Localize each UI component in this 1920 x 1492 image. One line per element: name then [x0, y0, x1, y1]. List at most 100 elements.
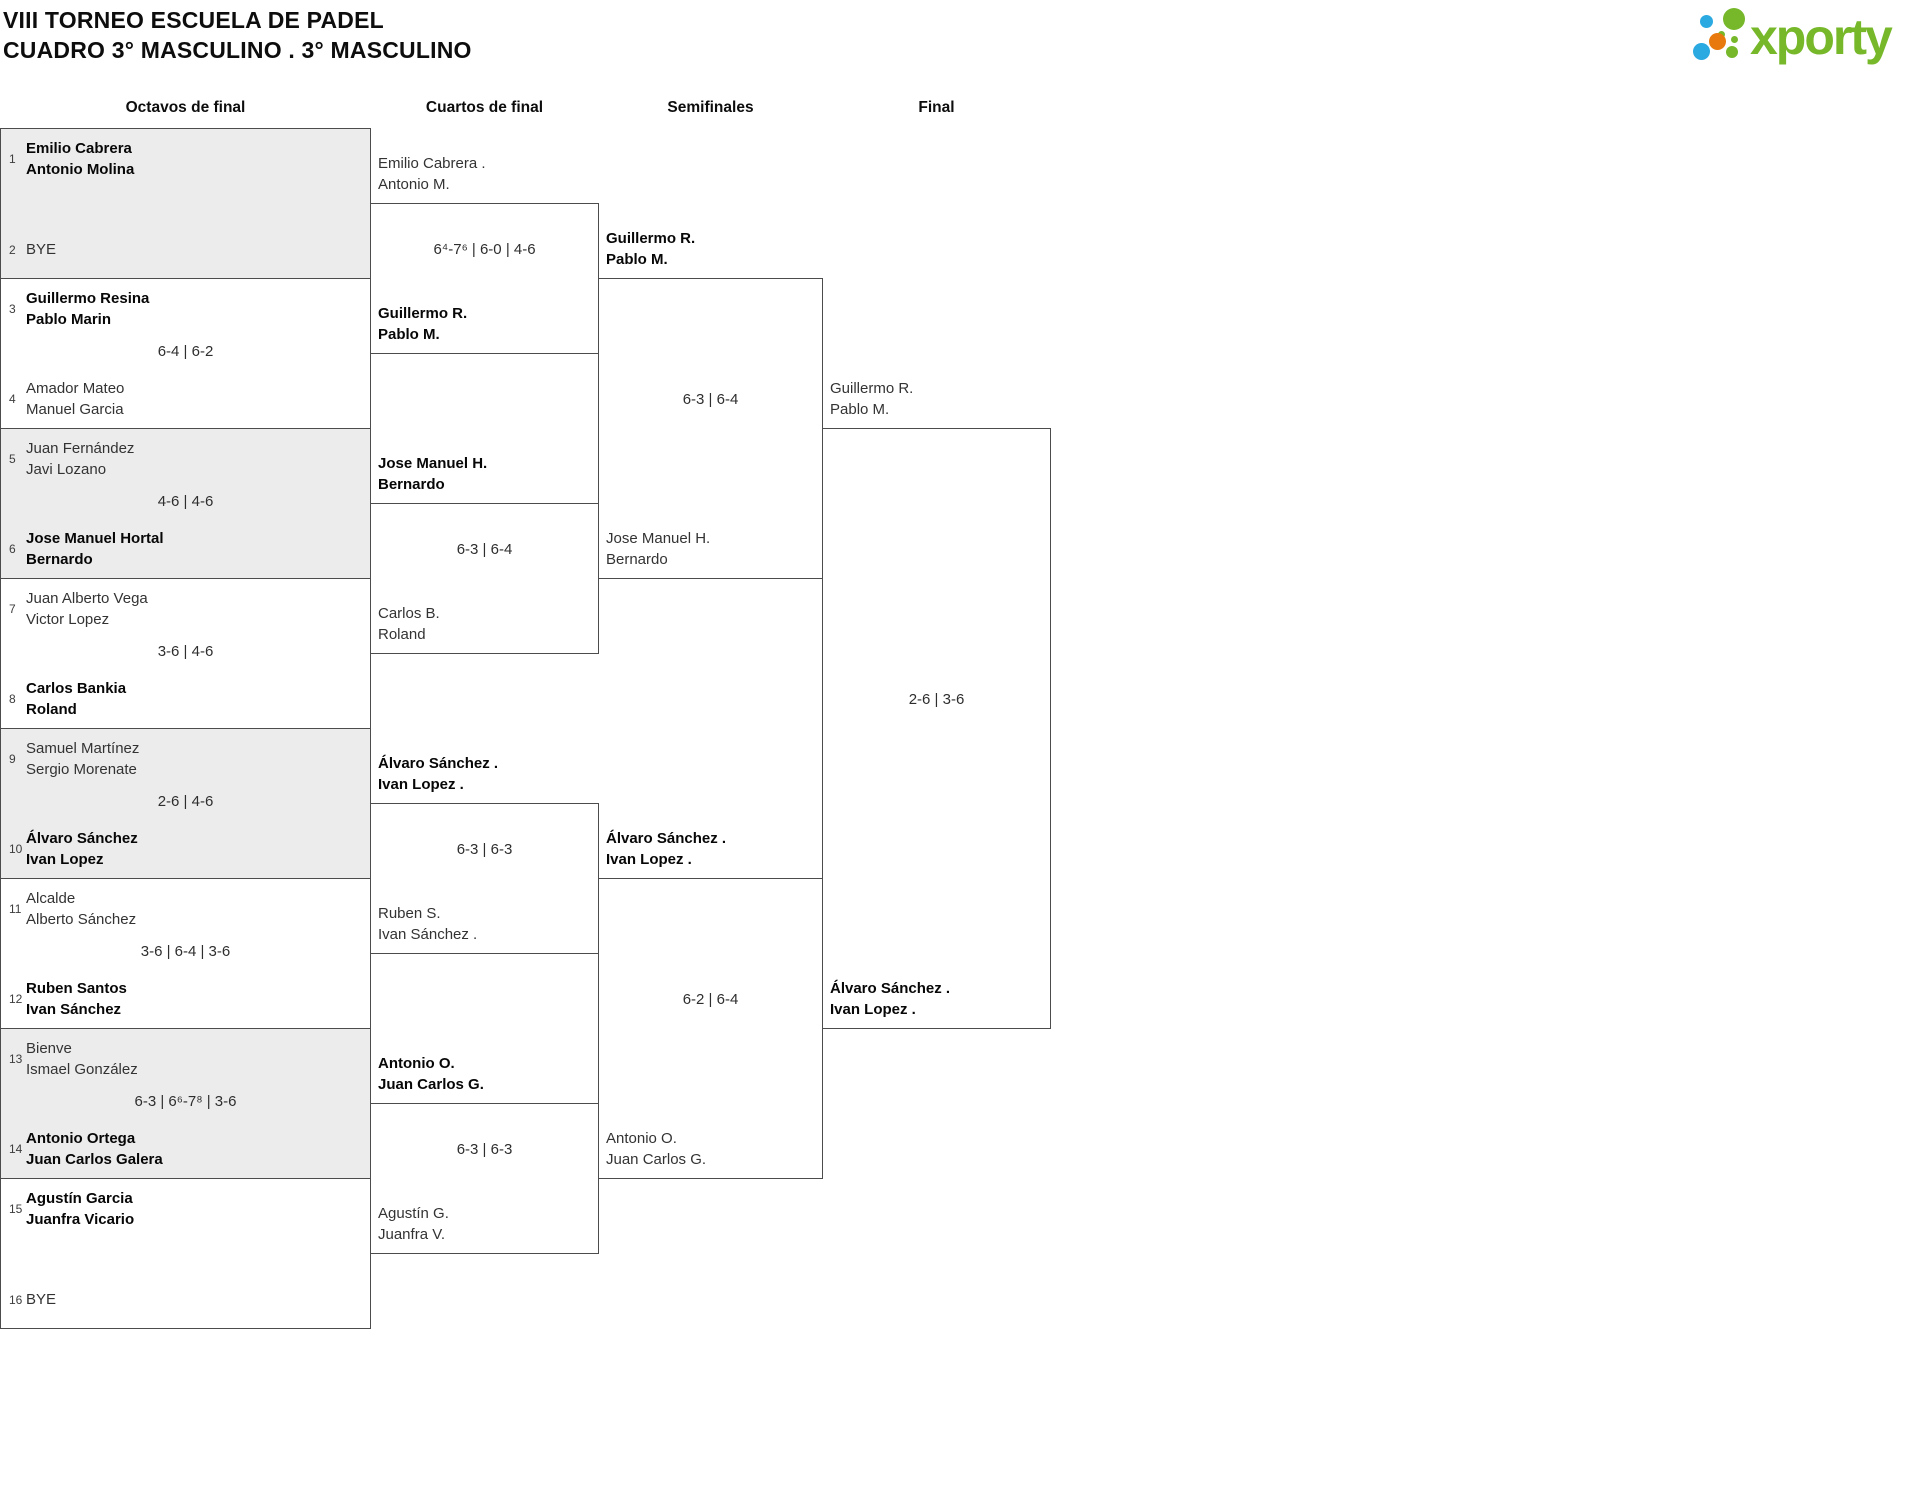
seed-number: 16	[9, 1292, 23, 1307]
team-name: Agustín G.	[378, 1205, 449, 1222]
team-name: Pablo M.	[606, 251, 668, 268]
advancing-team-label: Álvaro Sánchez . Ivan Lopez .	[606, 828, 824, 870]
logo-text: xporty	[1750, 9, 1893, 65]
team-name: Ivan Sánchez .	[378, 926, 478, 943]
seed-number: 9	[9, 752, 16, 766]
team-name: Juan Fernández	[26, 440, 135, 457]
team-name: Bernardo	[26, 551, 93, 568]
team-name: Emilio Cabrera	[26, 140, 132, 157]
match-score: 6-3 | 6-4	[682, 391, 739, 408]
seed-number: 13	[9, 1052, 23, 1066]
team-name: Juanfra Vicario	[26, 1211, 135, 1228]
match-score: 6-3 | 6-3	[456, 841, 513, 858]
logo-dot-icon	[1700, 15, 1713, 28]
team-name: Álvaro Sánchez .	[606, 830, 727, 847]
team-name: Antonio Molina	[26, 161, 135, 178]
logo-dot-icon	[1723, 8, 1745, 30]
logo-dot-icon	[1731, 36, 1738, 43]
logo-dot-icon	[1709, 33, 1726, 50]
team-name: Juan Carlos G.	[606, 1151, 707, 1168]
team-name: Samuel Martínez	[26, 740, 140, 757]
advancing-team-label: Álvaro Sánchez . Ivan Lopez .	[378, 753, 596, 795]
team-name: Pablo M.	[830, 401, 890, 418]
team-name: Bernardo	[606, 551, 668, 568]
seed-number: 4	[9, 392, 16, 406]
match-score: 2-6 | 3-6	[908, 691, 965, 708]
team-name: Sergio Morenate	[26, 761, 137, 778]
advancing-team-label: Agustín G.Juanfra V.	[378, 1203, 596, 1245]
seed-number: 3	[9, 302, 16, 316]
match-score: 6-4 | 6-2	[157, 343, 214, 360]
team-name: Guillermo R.	[830, 380, 914, 397]
team-name: Jose Manuel H.	[606, 530, 711, 547]
match-score: 3-6 | 4-6	[157, 643, 214, 660]
team-name: Álvaro Sánchez .	[830, 980, 951, 997]
team-name: Álvaro Sánchez .	[378, 755, 499, 772]
team-name: Antonio O.	[606, 1130, 677, 1147]
match-score: 6-3 | 6-3	[456, 1141, 513, 1158]
team-name: Manuel Garcia	[26, 401, 124, 418]
seed-number: 6	[9, 542, 16, 556]
tournament-title-line1: VIII TORNEO ESCUELA DE PADEL	[3, 7, 384, 33]
final-match-box: 2-6 | 3-6	[822, 428, 1051, 1029]
logo-dot-icon	[1726, 46, 1738, 58]
advancing-team-label: Jose Manuel H.Bernardo	[378, 453, 596, 495]
logo-dot-icon	[1693, 43, 1710, 60]
team-name: Agustín Garcia	[26, 1190, 133, 1207]
seed-number: 11	[9, 902, 22, 916]
team-name: Amador Mateo	[26, 380, 125, 397]
match-score: 6-3 | 6-4	[456, 541, 513, 558]
tournament-title: VIII TORNEO ESCUELA DE PADEL CUADRO 3° M…	[3, 5, 472, 65]
advancing-team-label: Ruben S. Ivan Sánchez .	[378, 903, 596, 945]
round-header-final: Final	[918, 99, 955, 116]
team-name: Victor Lopez	[26, 611, 110, 628]
bracket-subtitle-line2: CUADRO 3° MASCULINO . 3° MASCULINO	[3, 37, 472, 63]
advancing-team-label: Álvaro Sánchez .Ivan Lopez .	[830, 978, 1048, 1020]
team-name: Álvaro Sánchez	[26, 830, 138, 847]
team-name: Guillermo R.	[606, 230, 696, 247]
xporty-logo[interactable]: xporty	[1690, 0, 1920, 80]
team-name: Ivan Lopez .	[606, 851, 692, 868]
team-name: Pablo Marin	[26, 311, 112, 328]
advancing-team-label: Antonio O. Juan Carlos G.	[606, 1128, 824, 1170]
team-name: BYE	[26, 241, 57, 258]
match-score: 4-6 | 4-6	[157, 493, 214, 510]
team-name: Ivan Sánchez	[26, 1001, 122, 1018]
seed-number: 5	[9, 452, 16, 466]
seed-number: 12	[9, 992, 23, 1006]
seed-number: 14	[9, 1142, 23, 1156]
team-name: Ivan Lopez	[26, 851, 104, 868]
team-name: Alcalde	[26, 890, 76, 907]
advancing-team-label: Jose Manuel H. Bernardo	[606, 528, 824, 570]
team-name: Ivan Lopez .	[378, 776, 464, 793]
match-score: 6⁴-7⁶ | 6-0 | 4-6	[433, 241, 536, 258]
advancing-team-label: Antonio O.Juan Carlos G.	[378, 1053, 596, 1095]
team-entry: 16 BYE	[9, 1289, 56, 1310]
advancing-team-label: Emilio Cabrera .Antonio M.	[378, 153, 596, 195]
advancing-team-label: Carlos B. Roland	[378, 603, 596, 645]
team-name: Carlos B.	[378, 605, 440, 622]
team-name: Pablo M.	[378, 326, 440, 343]
team-name: Jose Manuel Hortal	[26, 530, 164, 547]
seed-number: 15	[9, 1202, 23, 1216]
seed-number: 8	[9, 692, 16, 706]
team-name: Carlos Bankia	[26, 680, 127, 697]
match-score: 2-6 | 4-6	[157, 793, 214, 810]
team-name: Roland	[378, 626, 426, 643]
team-name: Ruben S.	[378, 905, 441, 922]
